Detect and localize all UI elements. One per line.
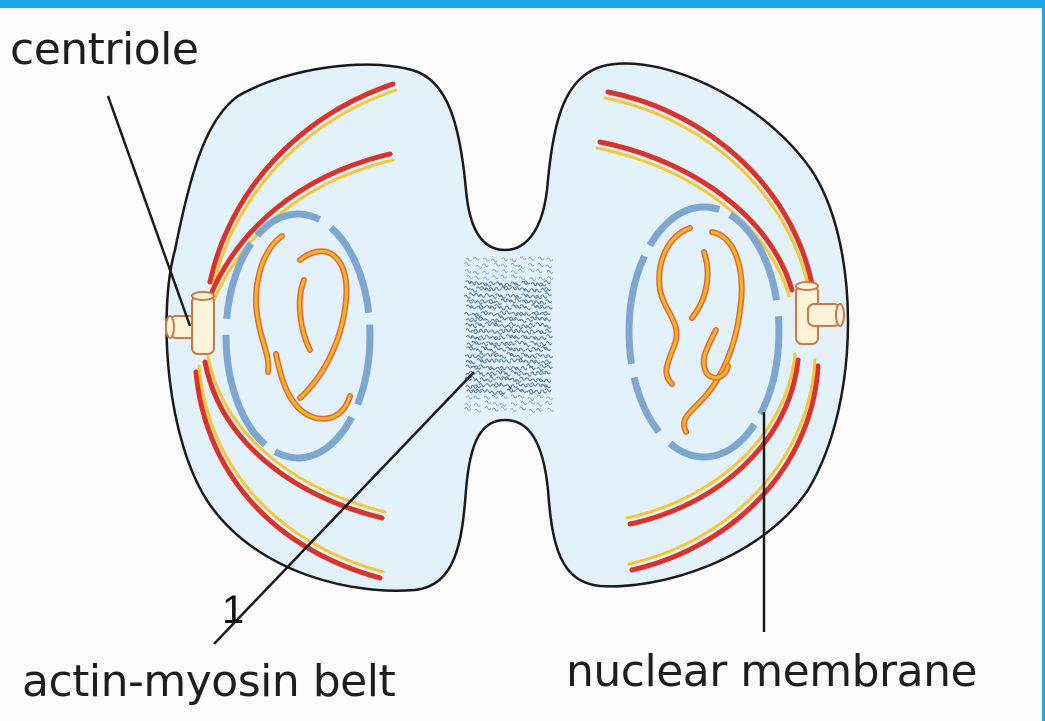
nuclear-membrane-label: nuclear membrane	[566, 646, 977, 697]
centriole-label: centriole	[10, 24, 198, 75]
actin-myosin-belt-label: actin-myosin belt	[22, 656, 395, 707]
centriole-pointer-line	[108, 96, 190, 326]
marker-number-label: 1	[222, 588, 244, 633]
